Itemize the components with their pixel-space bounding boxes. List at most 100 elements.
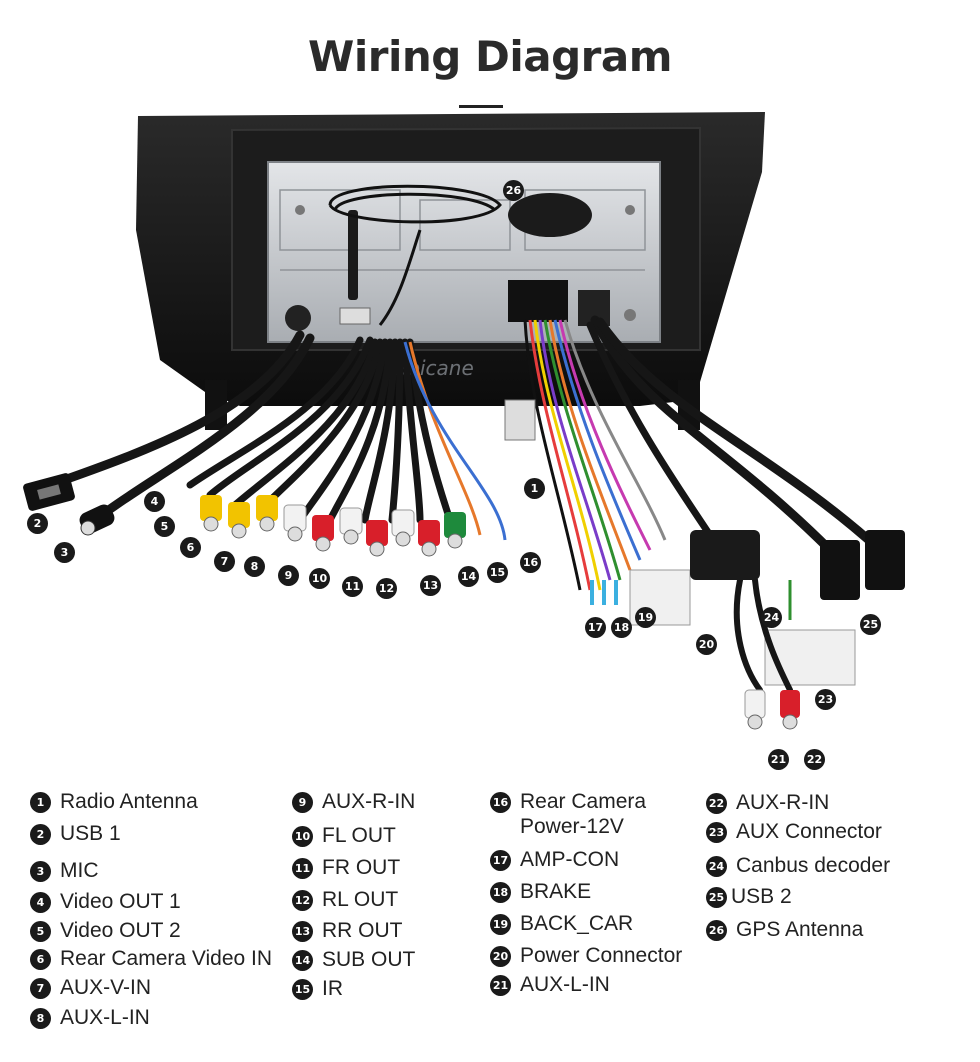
badge-26: 26 [503, 180, 524, 201]
legend-badge: 19 [490, 914, 511, 935]
legend-badge: 3 [30, 861, 51, 882]
legend-badge: 20 [490, 946, 511, 967]
legend-badge: 8 [30, 1008, 51, 1029]
legend-item-4: 4 Video OUT 1 [30, 889, 181, 914]
badge-16: 16 [520, 552, 541, 573]
legend-label: USB 1 [60, 822, 121, 845]
legend-item-5: 5 Video OUT 2 [30, 918, 181, 943]
legend-item-8: 8 AUX-L-IN [30, 1005, 150, 1030]
badge-5: 5 [154, 516, 175, 537]
legend-label: Video OUT 2 [60, 919, 181, 942]
legend-badge: 18 [490, 882, 511, 903]
badge-21: 21 [768, 749, 789, 770]
legend-label: Radio Antenna [60, 790, 198, 813]
badge-8: 8 [244, 556, 265, 577]
legend-item-2: 2 USB 1 [30, 821, 121, 846]
legend-item-19: 19 BACK_CAR [490, 911, 633, 936]
legend-item-6: 6 Rear Camera Video IN [30, 946, 272, 971]
badge-24: 24 [761, 607, 782, 628]
badge-10: 10 [309, 568, 330, 589]
badge-13: 13 [420, 575, 441, 596]
badge-17: 17 [585, 617, 606, 638]
legend-badge: 7 [30, 978, 51, 999]
legend-item-11: 11 FR OUT [292, 855, 400, 880]
legend-label: RR OUT [322, 919, 403, 942]
page-title: Wiring Diagram [308, 32, 672, 81]
wiring-illustration: Seicane [23, 112, 905, 730]
legend-label: BRAKE [520, 880, 592, 903]
legend-label: SUB OUT [322, 948, 416, 971]
badge-4: 4 [144, 491, 165, 512]
badge-11: 11 [342, 576, 363, 597]
legend-item-20: 20 Power Connector [490, 943, 682, 968]
badge-14: 14 [458, 566, 479, 587]
legend-badge: 25 [706, 887, 727, 908]
legend-badge: 1 [30, 792, 51, 813]
legend-badge: 22 [706, 793, 727, 814]
wiring-photo: Seicane [0, 110, 980, 780]
badge-18: 18 [611, 617, 632, 638]
legend-item-22: 22 AUX-R-IN [706, 790, 829, 815]
legend-label: USB 2 [731, 885, 792, 908]
badge-3: 3 [54, 542, 75, 563]
legend-item-26: 26 GPS Antenna [706, 917, 863, 942]
legend-badge: 21 [490, 975, 511, 996]
badge-20: 20 [696, 634, 717, 655]
legend-label: AUX-L-IN [520, 973, 610, 996]
legend-item-13: 13 RR OUT [292, 918, 403, 943]
badge-25: 25 [860, 614, 881, 635]
badge-9: 9 [278, 565, 299, 586]
legend-label: Power Connector [520, 944, 683, 967]
legend-label: IR [322, 977, 343, 1000]
legend-badge: 2 [30, 824, 51, 845]
badge-23: 23 [815, 689, 836, 710]
legend-badge: 6 [30, 949, 51, 970]
legend-badge: 5 [30, 921, 51, 942]
legend-item-17: 17 AMP-CON [490, 847, 619, 872]
legend-item-24: 24 Canbus decoder [706, 853, 890, 878]
legend-label: AUX-R-IN [322, 790, 416, 813]
badge-1: 1 [524, 478, 545, 499]
badge-19: 19 [635, 607, 656, 628]
legend-label: Rear Camera Video IN [60, 947, 273, 970]
legend-badge: 12 [292, 890, 313, 911]
legend-label: AUX Connector [736, 820, 882, 843]
badge-2: 2 [27, 513, 48, 534]
legend-label: AUX-R-IN [736, 791, 830, 814]
legend-item-14: 14 SUB OUT [292, 947, 415, 972]
legend-label: GPS Antenna [736, 918, 864, 941]
legend-label: AMP-CON [520, 848, 620, 871]
legend-badge: 11 [292, 858, 313, 879]
legend-label: AUX-L-IN [60, 1006, 150, 1029]
title-underline [459, 105, 503, 108]
legend-label: Rear Camera Power-12V [520, 790, 647, 838]
legend-badge: 14 [292, 950, 313, 971]
badge-12: 12 [376, 578, 397, 599]
badge-7: 7 [214, 551, 235, 572]
badge-22: 22 [804, 749, 825, 770]
legend-label: Canbus decoder [736, 854, 891, 877]
legend-badge: 26 [706, 920, 727, 941]
legend-badge: 9 [292, 792, 313, 813]
legend-badge: 24 [706, 856, 727, 877]
legend-label: BACK_CAR [520, 912, 634, 935]
legend-item-18: 18 BRAKE [490, 879, 591, 904]
legend-badge: 16 [490, 792, 511, 813]
legend-item-9: 9 AUX-R-IN [292, 789, 415, 814]
legend-badge: 4 [30, 892, 51, 913]
legend-badge: 10 [292, 826, 313, 847]
badge-6: 6 [180, 537, 201, 558]
legend-badge: 13 [292, 921, 313, 942]
legend-label: FR OUT [322, 856, 401, 879]
badge-15: 15 [487, 562, 508, 583]
legend-item-15: 15 IR [292, 976, 343, 1001]
legend-label: Video OUT 1 [60, 890, 181, 913]
legend-badge: 17 [490, 850, 511, 871]
legend-badge: 15 [292, 979, 313, 1000]
